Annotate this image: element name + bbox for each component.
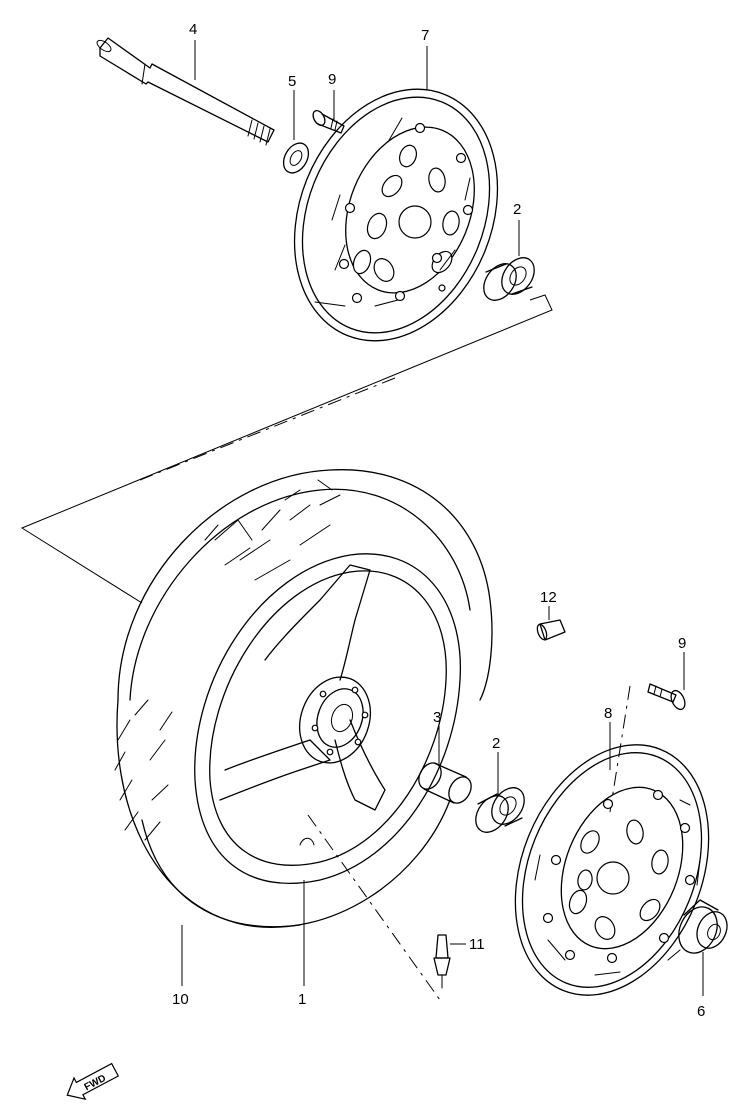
part-washer xyxy=(282,142,310,174)
callout-11: 11 xyxy=(469,936,485,953)
callout-1: 1 xyxy=(298,991,306,1008)
callout-7: 7 xyxy=(421,27,429,44)
forward-direction-label: FWD xyxy=(83,1073,108,1093)
callout-2-bottom: 2 xyxy=(492,735,500,752)
forward-direction-badge: FWD xyxy=(66,1062,120,1101)
callout-10: 10 xyxy=(172,991,189,1008)
part-valve xyxy=(433,934,451,989)
part-cap xyxy=(536,619,566,641)
callout-4: 4 xyxy=(189,21,197,38)
part-drive-cover xyxy=(678,899,728,954)
part-bearing-bottom xyxy=(475,787,525,833)
part-disc-bolt-right xyxy=(647,683,686,711)
part-axle xyxy=(96,37,275,146)
callout-6: 6 xyxy=(697,1003,705,1020)
callout-labels: 4 7 5 9 2 12 9 8 3 2 11 10 1 6 xyxy=(172,21,705,1020)
callout-8: 8 xyxy=(604,705,612,722)
callout-9-top: 9 xyxy=(328,71,336,88)
callout-3: 3 xyxy=(433,709,441,726)
assembly-centerlines xyxy=(20,294,631,1001)
part-wheel-rim xyxy=(194,553,461,884)
part-bearing-top xyxy=(483,257,535,301)
part-tire xyxy=(114,469,493,928)
leader-lines xyxy=(181,40,704,996)
part-spacer xyxy=(418,762,472,804)
callout-12: 12 xyxy=(540,589,557,606)
part-brake-disc-left xyxy=(293,88,499,342)
part-brake-disc-right xyxy=(514,744,710,996)
part-disc-bolt-top xyxy=(312,109,345,134)
callout-5: 5 xyxy=(288,73,296,90)
callout-2-top: 2 xyxy=(513,201,521,218)
callout-9-right: 9 xyxy=(678,635,686,652)
